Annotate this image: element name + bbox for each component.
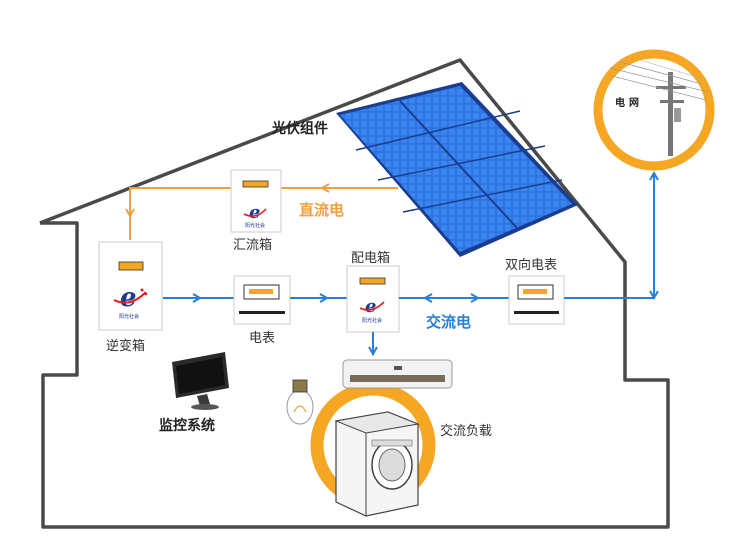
combiner-box-label: 汇流箱 <box>233 237 272 253</box>
meter <box>233 275 291 325</box>
inverter-box: e 阳光社会 <box>98 241 163 331</box>
brand-logo-text: 阳光社会 <box>245 222 265 229</box>
svg-text:e: e <box>365 296 376 317</box>
brand-logo-icon: e <box>359 296 385 317</box>
brand-logo-icon: e <box>113 283 148 313</box>
light-bulb-icon <box>286 379 314 425</box>
washing-machine-icon <box>334 411 420 517</box>
distribution-box-label: 配电箱 <box>351 250 390 266</box>
svg-text:e: e <box>249 202 260 223</box>
ac-label: 交流电 <box>426 313 471 331</box>
dc-label: 直流电 <box>299 201 344 219</box>
svg-text:e: e <box>120 283 137 313</box>
ac-line-grid <box>564 173 655 299</box>
brand-logo-text: 阳光社会 <box>119 313 139 320</box>
ac-load-label: 交流负载 <box>440 423 492 439</box>
distribution-box: e 阳光社会 <box>346 265 400 333</box>
ac-arrow-icon <box>319 293 330 303</box>
monitoring-system-label: 监控系统 <box>159 417 215 434</box>
ac-arrow-right-icon <box>470 293 481 303</box>
ac-arrow-down-icon <box>368 346 378 357</box>
inverter-box-label: 逆变箱 <box>106 338 145 354</box>
monitor-icon <box>172 352 229 410</box>
combiner-box: e 阳光社会 <box>230 169 282 233</box>
brand-logo-icon: e <box>243 202 267 223</box>
dc-arrow-down-icon <box>125 208 135 219</box>
pv-modules-label: 光伏组件 <box>271 120 328 137</box>
air-conditioner-icon <box>342 359 453 389</box>
meter-label: 电表 <box>249 331 275 346</box>
grid-label: 电网 <box>615 96 643 109</box>
dc-arrow-icon <box>319 183 330 193</box>
house-outline <box>39 58 670 529</box>
ac-arrow-left-icon <box>422 293 433 303</box>
ac-arrow-up-icon <box>649 170 659 181</box>
bidirectional-meter-label: 双向电表 <box>505 257 557 273</box>
bidirectional-meter <box>508 275 565 325</box>
power-pole-icon <box>609 59 709 156</box>
brand-logo-text: 阳光社会 <box>362 317 382 324</box>
ac-arrow-icon <box>192 293 203 303</box>
grid-circle: 电网 <box>593 49 715 171</box>
ac-arrow-down-icon <box>649 290 659 301</box>
solar-panel-icon <box>336 82 578 257</box>
